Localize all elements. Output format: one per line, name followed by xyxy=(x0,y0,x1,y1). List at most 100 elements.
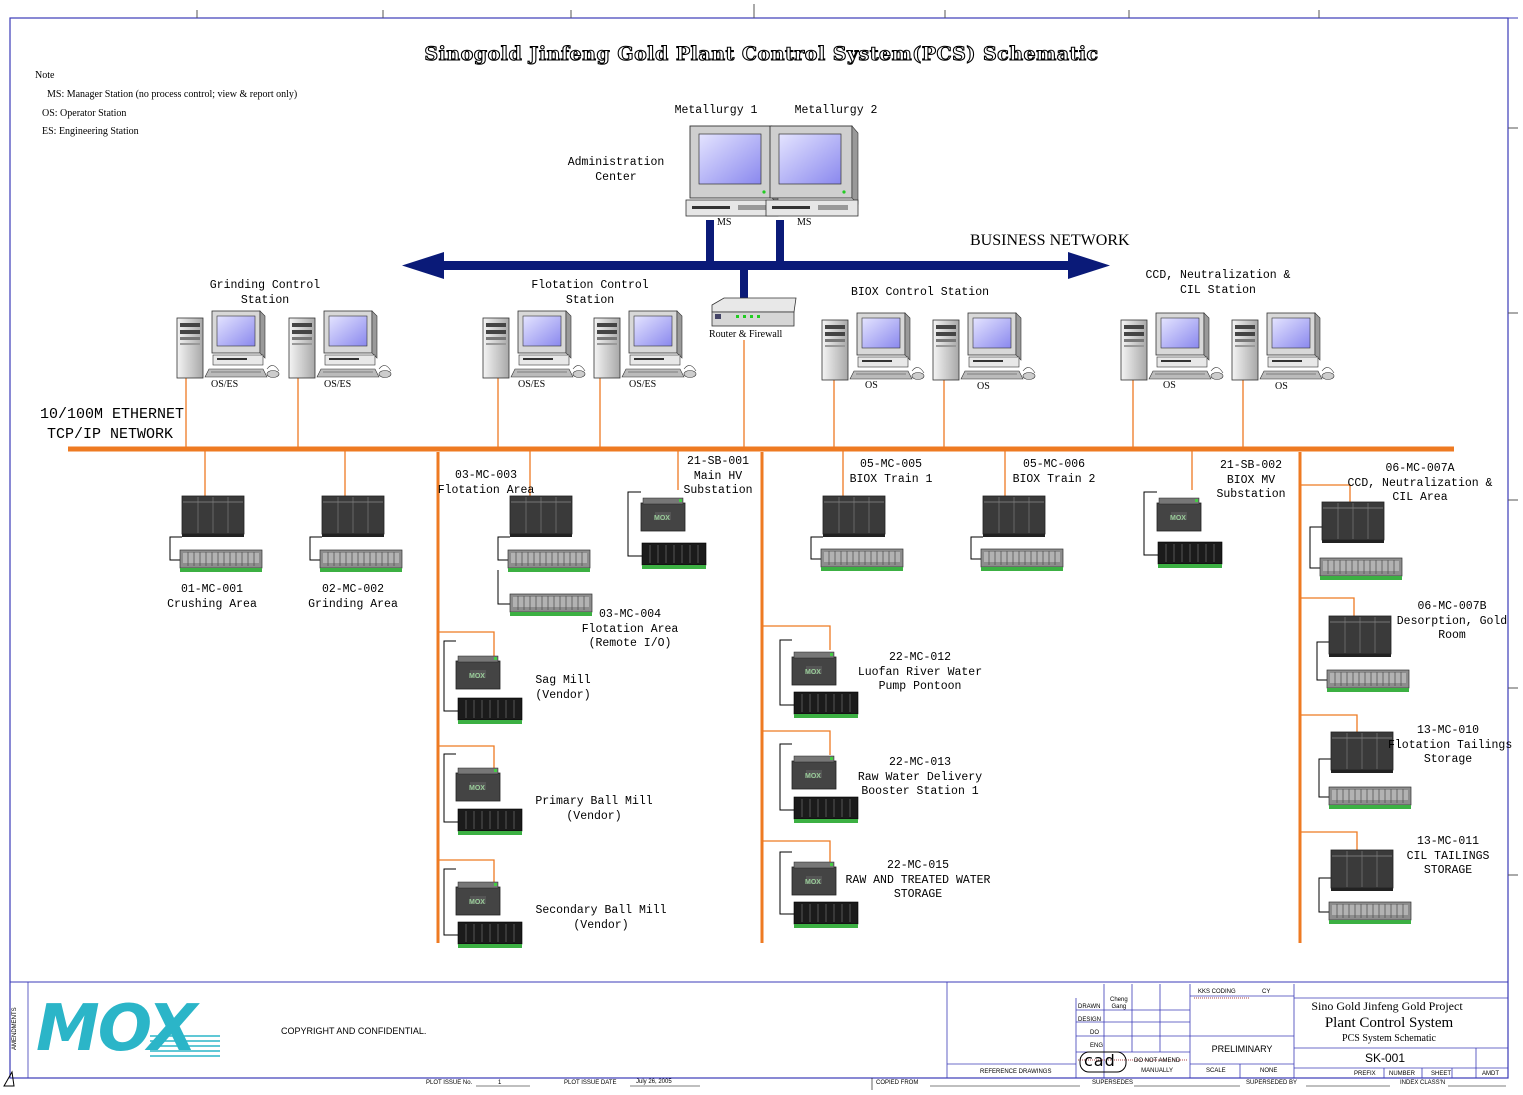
grinding-station-label: Grinding Control Station xyxy=(209,279,321,307)
ws-label: OS/ES xyxy=(324,379,352,390)
flotation-station-label: Flotation Control Station xyxy=(531,279,649,307)
copied-from: COPIED FROM xyxy=(876,1080,919,1086)
admin-center-label: Administration Center xyxy=(567,156,665,184)
mox-badge: MOX xyxy=(469,673,485,680)
number-label: NUMBER xyxy=(1389,1071,1416,1077)
mox-secondary-ball-mill xyxy=(455,881,523,949)
label-05-mc-006: 05-MC-006 BIOX Train 2 xyxy=(1012,458,1096,486)
plc-02-mc-002 xyxy=(319,495,403,573)
label-13-mc-011: 13-MC-011 CIL TAILINGS STORAGE xyxy=(1406,835,1490,877)
plc-05-mc-005 xyxy=(820,495,904,572)
mox-badge: MOX xyxy=(805,773,821,780)
mox-21-sb-001 xyxy=(640,497,707,570)
label-22-mc-013: 22-MC-013 Raw Water Delivery Booster Sta… xyxy=(857,756,983,798)
amendments-label: AMENDMENTS xyxy=(12,1007,18,1050)
label-sag-mill: Sag Mill (Vendor) xyxy=(535,674,591,702)
mox-21-sb-002 xyxy=(1156,497,1223,569)
note-heading: Note xyxy=(35,70,55,81)
grinding-ws-2 xyxy=(288,310,392,379)
label-01-mc-001: 01-MC-001 Crushing Area xyxy=(167,583,257,611)
metallurgy-1-pc xyxy=(685,125,779,217)
drawn-by: Cheng Gang xyxy=(1110,997,1128,1010)
project-name: Sino Gold Jinfeng Gold Project xyxy=(1311,999,1463,1013)
do-label: DO xyxy=(1090,1030,1099,1036)
system-name: Plant Control System xyxy=(1324,1015,1454,1031)
plot-issue-date-value: July 26, 2005 xyxy=(636,1079,672,1085)
title-block-grid xyxy=(27,982,1508,1078)
eng-label: ENG xyxy=(1090,1043,1104,1049)
ccd-station-label: CCD, Neutralization & CIL Station xyxy=(1145,269,1291,297)
ms-1-label: MS xyxy=(717,217,732,228)
biox-ws-2 xyxy=(932,312,1036,381)
sheet-label: SHEET xyxy=(1431,1071,1452,1077)
drawing-frame xyxy=(9,17,1518,1079)
plot-issue-no-value: 1 xyxy=(498,1080,502,1086)
plc-05-mc-006 xyxy=(980,495,1064,572)
label-05-mc-005: 05-MC-005 BIOX Train 1 xyxy=(849,458,933,486)
amdt-label: AMDT xyxy=(1482,1071,1499,1077)
label-06-mc-007a: 06-MC-007A CCD, Neutralization & CIL Are… xyxy=(1347,462,1493,504)
io-links xyxy=(169,491,1331,936)
drawing-number: SK-001 xyxy=(1364,1051,1406,1065)
metallurgy-2-pc xyxy=(765,125,859,217)
metallurgy-2-label: Metallurgy 2 xyxy=(794,104,878,117)
supersedes-label: SUPERSEDES xyxy=(1092,1080,1134,1086)
biox-station-label: BIOX Control Station xyxy=(850,286,990,299)
cad-label: cad xyxy=(1084,1051,1116,1070)
mox-sag-mill xyxy=(455,655,523,725)
label-22-mc-012: 22-MC-012 Luofan River Water Pump Pontoo… xyxy=(857,651,983,693)
ethernet-network xyxy=(68,340,1454,943)
mox-badge: MOX xyxy=(469,899,485,906)
router-label: Router & Firewall xyxy=(709,329,783,340)
prefix-label: PREFIX xyxy=(1354,1071,1376,1077)
business-network-bus xyxy=(402,220,1110,298)
label-primary-ball-mill: Primary Ball Mill (Vendor) xyxy=(535,795,653,823)
do-not-amend: DO NOT AMEND MANUALLY xyxy=(1134,1058,1181,1074)
mox-logo-stripes xyxy=(150,1035,220,1057)
page-title: Sinogold Jinfeng Gold Plant Control Syst… xyxy=(424,42,1099,65)
label-secondary-ball-mill: Secondary Ball Mill (Vendor) xyxy=(535,904,667,932)
ccd-ws-1 xyxy=(1120,312,1224,381)
label-02-mc-002: 02-MC-002 Grinding Area xyxy=(308,583,398,611)
label-06-mc-007b: 06-MC-007B Desorption, Gold Room xyxy=(1396,600,1508,642)
flotation-ws-1 xyxy=(482,310,586,379)
status-label: PRELIMINARY xyxy=(1211,1044,1273,1054)
mox-22-mc-013 xyxy=(791,755,859,824)
ws-label: OS/ES xyxy=(518,379,546,390)
router-firewall xyxy=(711,297,797,327)
mox-badge: MOX xyxy=(1170,515,1186,522)
mox-badge: MOX xyxy=(805,879,821,886)
label-21-sb-002: 21-SB-002 BIOX MV Substation xyxy=(1216,459,1286,501)
ws-label: OS xyxy=(865,380,878,391)
label-03-mc-003: 03-MC-003 Flotation Area xyxy=(437,469,535,497)
ws-label: OS xyxy=(1163,380,1176,391)
note-es: ES: Engineering Station xyxy=(42,126,139,137)
plot-issue-date: PLOT ISSUE DATE xyxy=(564,1080,617,1086)
ws-label: OS xyxy=(1275,381,1288,392)
design-label: DESIGN xyxy=(1078,1017,1102,1023)
plc-06-mc-007a xyxy=(1319,501,1403,581)
corner-marker xyxy=(3,1070,15,1087)
label-22-mc-015: 22-MC-015 RAW AND TREATED WATER STORAGE xyxy=(845,859,991,901)
tb-bottom-lines xyxy=(476,1078,1506,1090)
frame-ticks xyxy=(196,4,1518,876)
mox-badge: MOX xyxy=(654,515,670,522)
mox-logo: MOX xyxy=(36,992,197,1066)
plc-03-mc-003 xyxy=(507,495,591,573)
schematic-name: PCS System Schematic xyxy=(1342,1033,1436,1044)
signature-marks xyxy=(1078,997,1250,1061)
mox-22-mc-012 xyxy=(791,651,859,719)
mox-badge: MOX xyxy=(469,785,485,792)
scale-label: SCALE xyxy=(1206,1068,1226,1074)
index-class-label: INDEX CLASS'N xyxy=(1400,1080,1446,1086)
superseded-by-label: SUPERSEDED BY xyxy=(1246,1080,1298,1086)
ws-label: OS/ES xyxy=(211,379,239,390)
flotation-ws-2 xyxy=(593,310,697,379)
kks-coding: KKS CODING xyxy=(1198,989,1236,995)
note-ms: MS: Manager Station (no process control;… xyxy=(47,89,298,100)
mox-primary-ball-mill xyxy=(455,767,523,836)
note-os: OS: Operator Station xyxy=(42,108,127,119)
drawn-label: DRAWN xyxy=(1078,1004,1101,1010)
label-13-mc-010: 13-MC-010 Flotation Tailings Storage xyxy=(1388,724,1513,766)
